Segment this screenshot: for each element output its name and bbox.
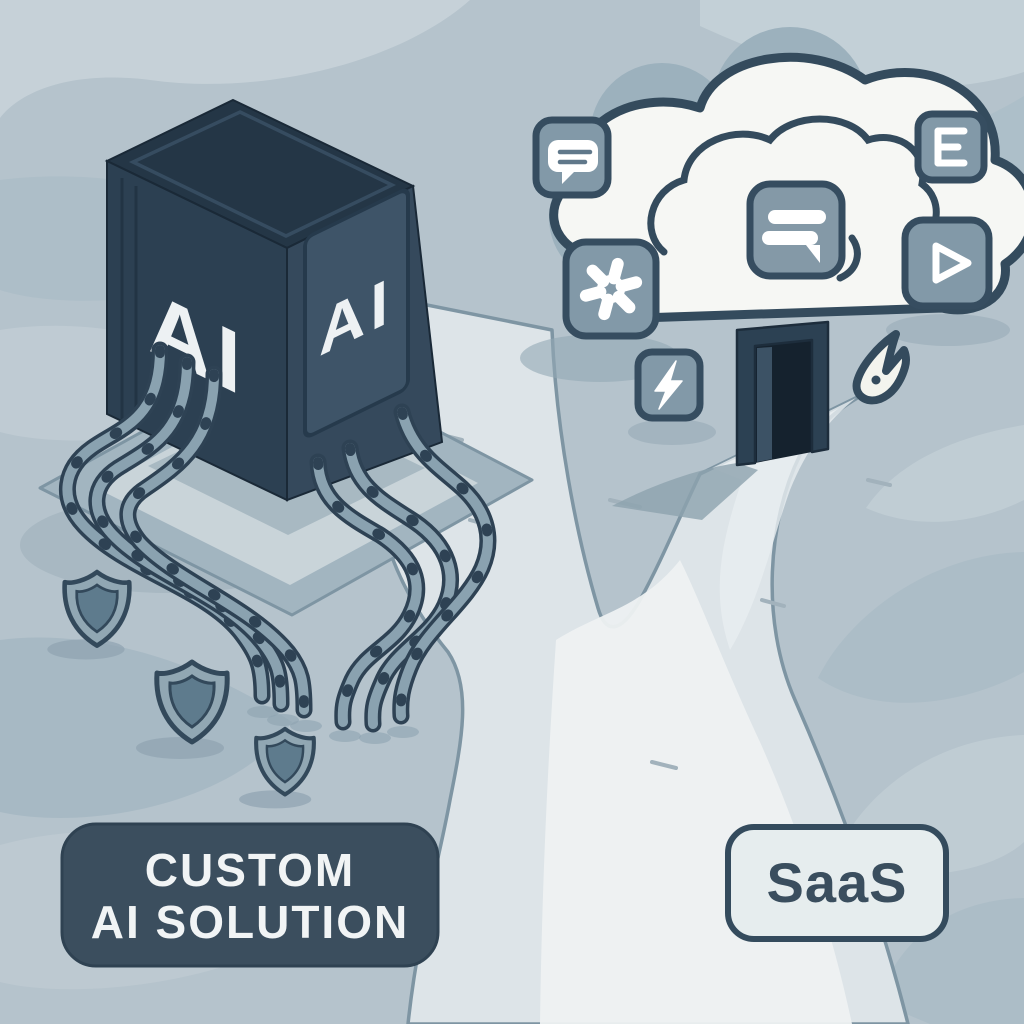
play-icon [901, 216, 993, 310]
saas-sign-panel [725, 824, 949, 942]
shield-icon [47, 569, 132, 660]
cable [88, 353, 290, 713]
shield-icon [136, 659, 230, 759]
spark-doodle-icon [852, 330, 911, 405]
cable-end-shadows [247, 706, 419, 744]
menu-lines-icon [914, 110, 988, 184]
door-frame [735, 320, 830, 467]
chip-cables [58, 341, 497, 744]
chat-bubble-icon [532, 116, 612, 199]
background-wave [878, 898, 1024, 1024]
saas-cloud-group [520, 27, 1024, 445]
inner-cloud-line [647, 115, 940, 282]
custom-sign-line2: AI SOLUTION [91, 896, 409, 948]
door-leaf [757, 347, 772, 462]
chip-top-rim [128, 110, 397, 238]
chip-right-face-panel-group: AI [303, 188, 410, 438]
cable [392, 403, 497, 725]
custom-ai-solution-sign: CUSTOM AI SOLUTION [60, 822, 440, 968]
saas-sign: SaaS [725, 824, 949, 942]
cable [119, 365, 313, 719]
lightning-icon [634, 348, 704, 422]
door-shadow [612, 463, 758, 520]
cable [341, 439, 459, 733]
cable [58, 341, 271, 705]
shield-icon [239, 726, 316, 809]
background-wave [866, 425, 1024, 522]
saas-sign-label: SaaS [767, 851, 908, 914]
background-wave [700, 0, 1024, 87]
custom-sign-line1: CUSTOM [145, 844, 356, 896]
doorway [612, 320, 830, 520]
icon-shadow [886, 314, 1010, 346]
custom-sign-panel [60, 822, 440, 968]
chat-lines-icon [746, 180, 846, 280]
cable [309, 453, 426, 731]
chip-right-face-panel [303, 188, 410, 438]
openai-logo-icon [562, 238, 660, 340]
icon-shadow [628, 419, 716, 445]
background-wave [818, 552, 1024, 703]
background-wave [0, 0, 470, 118]
security-shields [47, 569, 316, 809]
